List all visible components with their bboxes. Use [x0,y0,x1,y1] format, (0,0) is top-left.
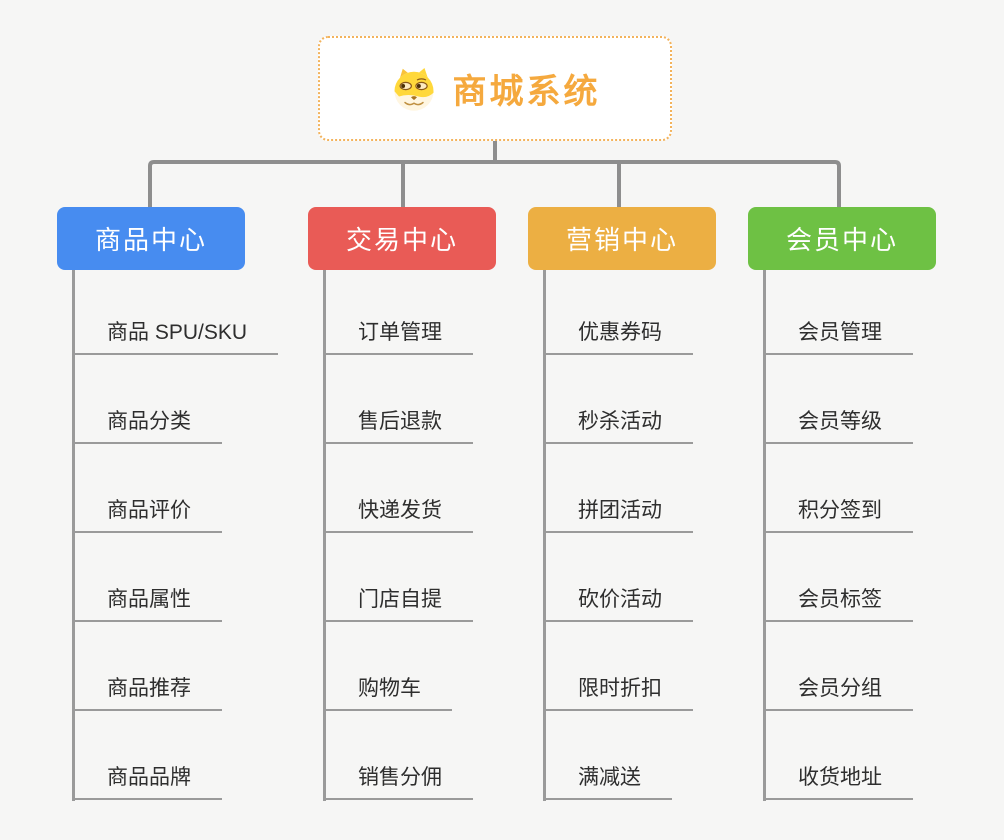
leaf-node[interactable]: 商品推荐 [72,622,278,711]
leaf-node[interactable]: 会员分组 [763,622,913,711]
branch-node-members[interactable]: 会员中心 [748,207,936,270]
leaf-node[interactable]: 商品分类 [72,355,278,444]
leaf-node[interactable]: 商品评价 [72,444,278,533]
branch-label: 会员中心 [785,225,898,255]
branch-node-trade[interactable]: 交易中心 [308,207,496,270]
leaf-node[interactable]: 积分签到 [763,444,913,533]
branch-label: 交易中心 [345,225,458,255]
branch-label: 商品中心 [94,225,207,255]
branch-trunk-line [323,270,326,801]
leaf-node[interactable]: 拼团活动 [543,444,693,533]
leaf-list: 订单管理 售后退款 快递发货 门店自提 购物车 销售分佣 [323,266,473,800]
branch-label: 营销中心 [565,225,678,255]
leaf-node[interactable]: 门店自提 [323,533,473,622]
leaf-node[interactable]: 优惠券码 [543,266,693,355]
doge-icon [394,67,433,111]
leaf-node[interactable]: 满减送 [543,711,693,800]
branch-trunk-line [72,270,75,801]
leaf-node[interactable]: 会员管理 [763,266,913,355]
branch-node-marketing[interactable]: 营销中心 [528,207,716,270]
leaf-node[interactable]: 销售分佣 [323,711,473,800]
leaf-node[interactable]: 会员标签 [763,533,913,622]
leaf-node[interactable]: 售后退款 [323,355,473,444]
leaf-node[interactable]: 砍价活动 [543,533,693,622]
leaf-node[interactable]: 商品属性 [72,533,278,622]
leaf-list: 优惠券码 秒杀活动 拼团活动 砍价活动 限时折扣 满减送 [543,266,693,800]
branch-trunk-line [543,270,546,801]
branch-node-products[interactable]: 商品中心 [57,207,245,270]
root-title: 商城系统 [452,73,601,111]
branch-column-members: 会员中心 会员管理 会员等级 积分签到 会员标签 会员分组 收货地址 [748,0,1004,840]
leaf-node[interactable]: 秒杀活动 [543,355,693,444]
leaf-node[interactable]: 商品品牌 [72,711,278,800]
branch-trunk-line [763,270,766,801]
leaf-list: 会员管理 会员等级 积分签到 会员标签 会员分组 收货地址 [763,266,913,800]
leaf-node[interactable]: 限时折扣 [543,622,693,711]
root-node[interactable]: 商城系统 [318,36,672,141]
leaf-node[interactable]: 订单管理 [323,266,473,355]
branch-column-marketing: 营销中心 优惠券码 秒杀活动 拼团活动 砍价活动 限时折扣 满减送 [528,0,803,840]
branch-column-trade: 交易中心 订单管理 售后退款 快递发货 门店自提 购物车 销售分佣 [308,0,583,840]
leaf-node[interactable]: 商品 SPU/SKU [72,266,279,355]
leaf-list: 商品 SPU/SKU 商品分类 商品评价 商品属性 商品推荐 商品品牌 [72,266,279,800]
leaf-node[interactable]: 快递发货 [323,444,473,533]
branch-column-products: 商品中心 商品 SPU/SKU 商品分类 商品评价 商品属性 商品推荐 商品品牌 [57,0,332,840]
leaf-node[interactable]: 收货地址 [763,711,913,800]
leaf-node[interactable]: 会员等级 [763,355,913,444]
leaf-node[interactable]: 购物车 [323,622,473,711]
